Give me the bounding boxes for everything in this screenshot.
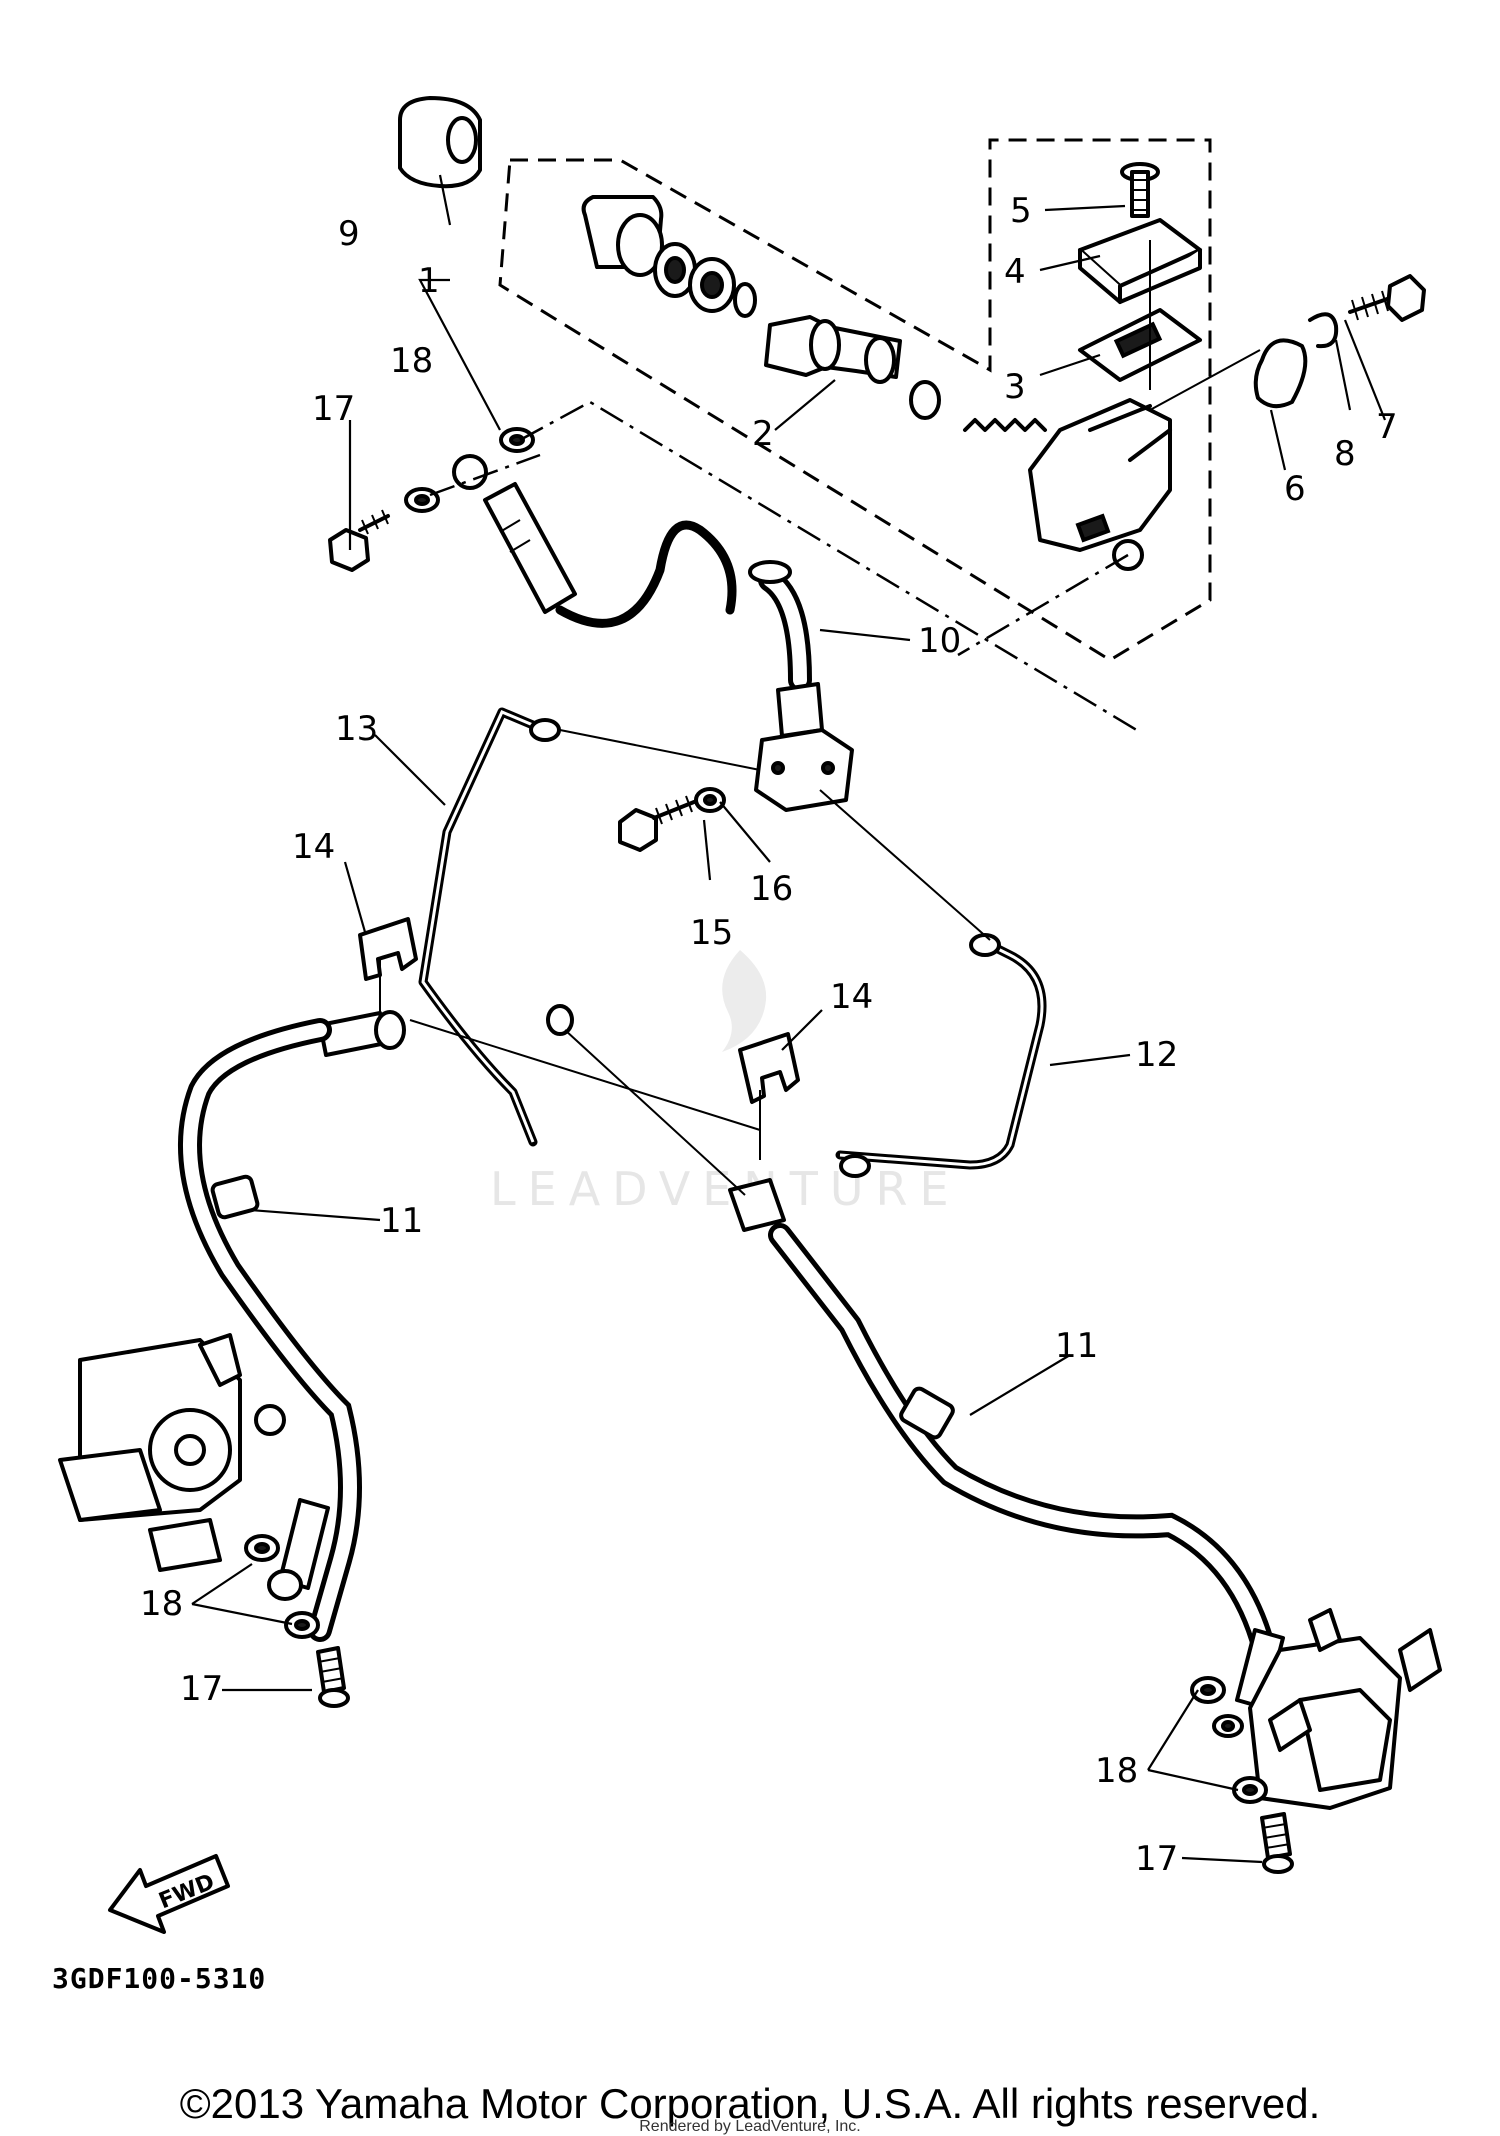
callout-17-top: 17 — [312, 389, 355, 429]
caliper-right — [1248, 1608, 1442, 1810]
callout-9: 9 — [338, 214, 360, 254]
caliper-washer-right-lower — [1212, 1714, 1244, 1738]
fwd-arrow-icon: FWD — [108, 1854, 230, 1934]
callout-13: 13 — [335, 709, 378, 749]
callout-10: 10 — [918, 621, 961, 661]
banjo-bolt-upper — [328, 509, 390, 572]
connection-lines — [379, 240, 1261, 1196]
bracket-bolt — [1348, 274, 1426, 322]
hose-clip-left — [358, 917, 418, 981]
master-cylinder-body — [1028, 398, 1172, 571]
callout-8: 8 — [1334, 434, 1356, 474]
watermark: LEADVENTURE — [490, 950, 961, 1216]
callout-15: 15 — [690, 913, 733, 953]
banjo-washer-lower — [404, 487, 440, 513]
callout-5: 5 — [1010, 191, 1032, 231]
hose-clip-right — [738, 1032, 800, 1104]
junction-washer — [694, 787, 726, 813]
callout-14-right: 14 — [830, 977, 873, 1017]
brake-hose-right — [728, 1178, 1285, 1710]
watermark-flame-icon — [722, 950, 767, 1052]
junction-bolt — [618, 795, 696, 852]
callout-18-right: 18 — [1095, 1751, 1138, 1791]
callout-14-left: 14 — [292, 827, 335, 867]
callout-7: 7 — [1376, 407, 1398, 447]
brake-hose-left — [178, 1010, 406, 1642]
callout-1: 1 — [418, 261, 440, 301]
caliper-washer-left-lower — [284, 1611, 320, 1639]
clip-washer — [1308, 312, 1339, 349]
brake-pipe-left — [418, 707, 574, 1147]
callout-17-left: 17 — [180, 1669, 223, 1709]
mirror-bracket — [1253, 338, 1308, 409]
brake-junction — [754, 728, 854, 812]
watermark-text: LEADVENTURE — [490, 1162, 961, 1216]
rendered-by-credit: Rendered by LeadVenture, Inc. — [639, 2118, 861, 2135]
callout-17-right: 17 — [1135, 1839, 1178, 1879]
piston-spool — [764, 315, 941, 420]
brake-pipe-right — [835, 933, 1047, 1178]
master-cylinder-kit-boundary — [498, 138, 1212, 662]
caliper-bolt-right — [1260, 1812, 1294, 1874]
catalog-code: 3GDF100-5310 — [52, 1962, 267, 1995]
callout-labels: 9 1 18 17 2 5 4 3 6 8 7 10 13 16 15 14 1… — [140, 191, 1398, 1879]
callout-18-top: 18 — [390, 341, 433, 381]
caliper-bolt-left — [316, 1646, 350, 1708]
cap-screw — [1120, 162, 1160, 218]
callout-11-right: 11 — [1055, 1326, 1098, 1366]
brake-hose-upper — [452, 454, 824, 738]
callout-2: 2 — [752, 414, 774, 454]
piston-kit — [581, 195, 757, 318]
callout-12: 12 — [1135, 1035, 1178, 1075]
callout-3: 3 — [1004, 367, 1026, 407]
caliper-washer-left-upper — [244, 1534, 280, 1562]
banjo-washer-upper — [499, 427, 535, 453]
callout-leaders — [191, 174, 1387, 1864]
callout-18-left: 18 — [140, 1584, 183, 1624]
reservoir-diaphragm — [1078, 308, 1202, 382]
caliper-washer-right-bottom — [1232, 1776, 1268, 1804]
callout-6: 6 — [1284, 469, 1306, 509]
callout-16: 16 — [750, 869, 793, 909]
return-spring — [963, 418, 1047, 432]
reservoir-cap — [1078, 218, 1202, 304]
lever-boot — [398, 96, 482, 189]
caliper-left — [58, 1333, 286, 1572]
callout-11-left: 11 — [380, 1201, 423, 1241]
copyright-notice: ©2013 Yamaha Motor Corporation, U.S.A. A… — [179, 2080, 1321, 2127]
caliper-washer-right-upper — [1190, 1676, 1226, 1704]
callout-4: 4 — [1004, 252, 1026, 292]
